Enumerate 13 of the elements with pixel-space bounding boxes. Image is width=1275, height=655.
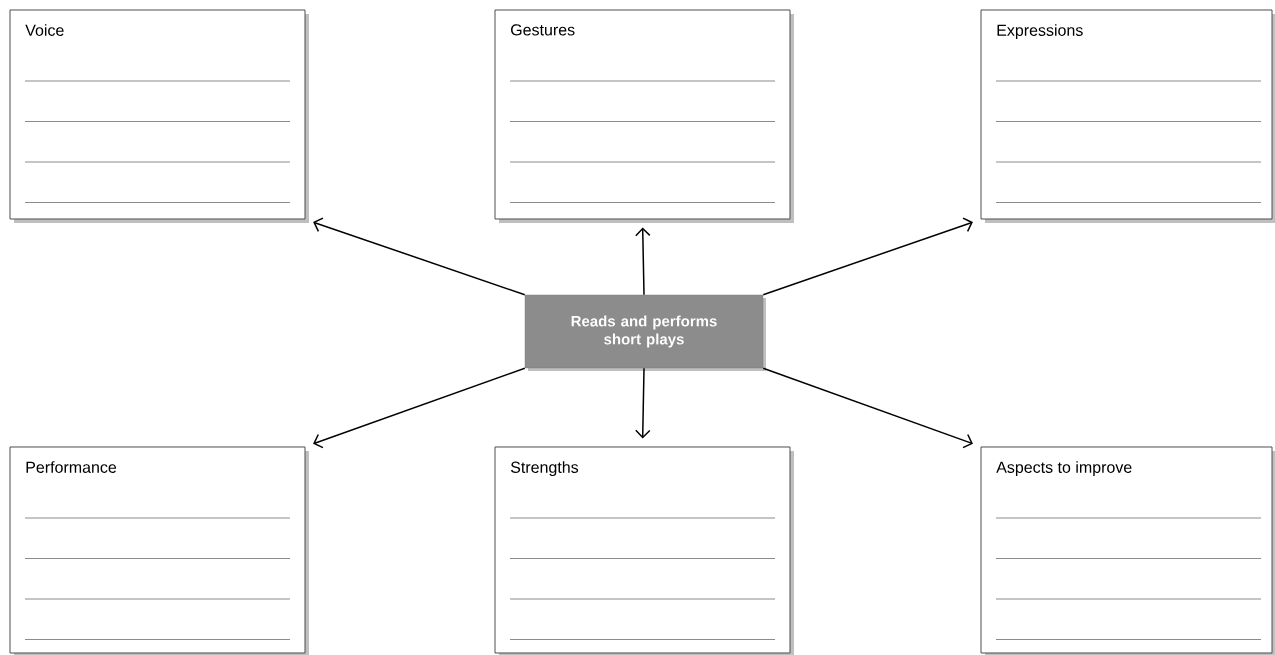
- arrow: [762, 217, 973, 296]
- notes-box: Aspects to improve: [980, 446, 1275, 655]
- topic-box: Reads and performs short plays: [524, 294, 766, 371]
- arrow: [313, 367, 526, 449]
- arrow: [635, 367, 651, 439]
- notes-box: Gestures: [494, 9, 794, 223]
- arrow: [762, 367, 973, 449]
- notes-box: Expressions: [980, 9, 1275, 223]
- notes-box: Strengths: [494, 446, 794, 655]
- notes-box: Performance: [9, 446, 309, 655]
- notes-box: Voice: [9, 9, 309, 223]
- arrow: [313, 217, 526, 296]
- arrow: [635, 227, 651, 296]
